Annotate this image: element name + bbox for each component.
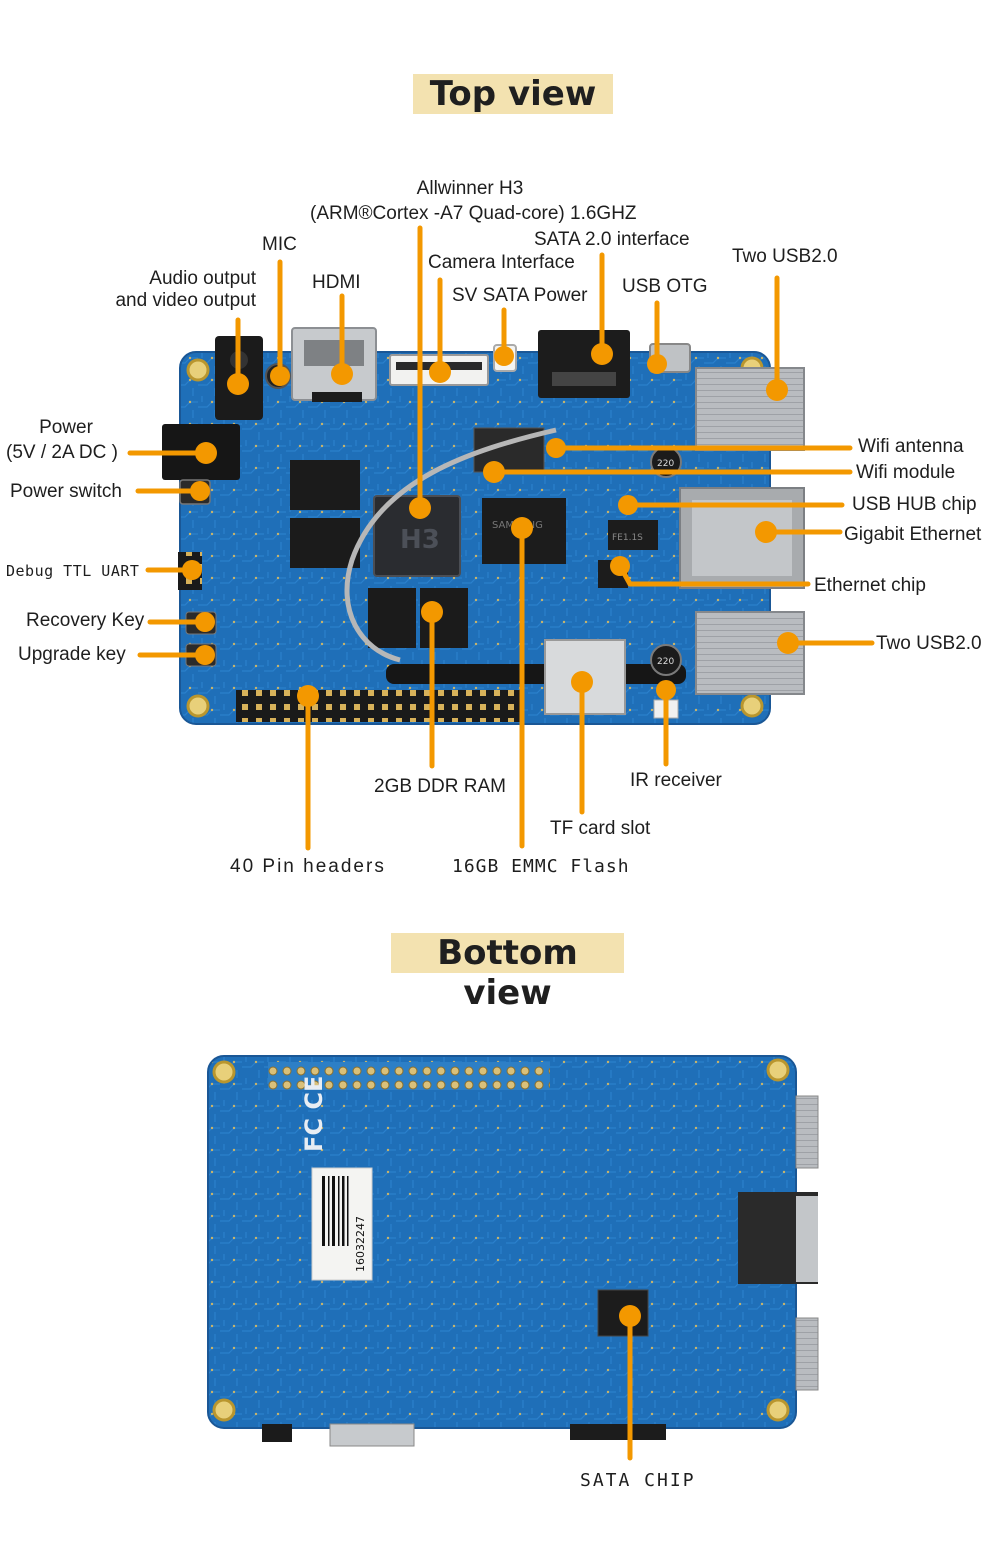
label-power-switch: Power switch [10,481,122,502]
label-ethernet-chip: Ethernet chip [814,575,926,596]
top-board: H3 SAMSUNG FE1.1S 220 220 [162,327,805,725]
label-hdmi: HDMI [312,272,361,293]
wifi-antenna-cable [344,427,557,663]
bottom-pcb [207,1055,797,1429]
label-power-line1: Power [39,417,93,438]
jack-edge [262,1424,292,1442]
label-pin-headers: 40 Pin headers [230,856,386,877]
bottom-view-title: Bottom view [391,933,624,1013]
ram-chip [290,518,360,568]
mount-hole [766,1058,790,1082]
label-audio-line1: Audio output [149,268,256,289]
mount-hole [186,694,210,718]
hdmi-edge [329,1423,415,1447]
label-two-usb-top: Two USB2.0 [732,246,838,267]
certification-marks: FC CE [300,1076,328,1152]
mount-hole [766,1398,790,1422]
soc-chip-text: H3 [400,525,440,555]
usb-edge [795,1317,819,1391]
capacitor [650,644,682,676]
label-ir-receiver: IR receiver [630,770,722,791]
usb-edge [795,1095,819,1169]
label-upgrade-key: Upgrade key [18,644,126,665]
sata-edge [570,1424,666,1440]
label-ddr-ram: 2GB DDR RAM [374,776,506,797]
pin-pads-row [268,1062,550,1090]
label-debug-uart: Debug TTL UART [6,562,140,580]
label-audio-line2: and video output [115,290,256,311]
usb-hub-chip-text: FE1.1S [612,533,643,543]
mount-hole [186,358,210,382]
label-wifi-antenna: Wifi antenna [858,436,964,457]
bottom-callouts [619,1305,641,1461]
mount-hole [740,694,764,718]
capacitor-text: 220 [657,657,674,667]
ram-chip [290,460,360,510]
label-power-line2: (5V / 2A DC ) [6,442,118,463]
label-tf-card: TF card slot [550,818,651,839]
top-callouts [127,225,875,851]
label-mic: MIC [262,234,297,255]
label-sata-interface: SATA 2.0 interface [534,229,690,250]
sata-connector [538,330,630,398]
label-emmc: 16GB EMMC Flash [452,856,630,877]
pin-header-40 [236,690,520,722]
ram-chip [368,588,416,648]
label-recovery-key: Recovery Key [26,610,145,631]
label-usb-hub: USB HUB chip [852,494,977,515]
mount-hole [212,1398,236,1422]
barcode-number: 16032247 [354,1216,367,1272]
label-two-usb-right: Two USB2.0 [876,633,982,654]
barcode-bars [322,1176,349,1246]
label-soc-line2: (ARM®Cortex -A7 Quad-core) 1.6GHZ [310,203,637,224]
usb-port-top [695,367,805,451]
label-usb-otg: USB OTG [622,276,708,297]
label-sata-power: SV SATA Power [452,285,588,306]
label-sata-chip: SATA CHIP [580,1470,696,1491]
soc-h3-chip [373,495,461,577]
usb-hub-chip [608,520,658,550]
label-camera: Camera Interface [428,252,575,273]
label-wifi-module: Wifi module [856,462,956,483]
top-view-title: Top view [413,74,613,114]
capacitor-text: 220 [657,459,674,469]
mount-hole [212,1060,236,1084]
label-soc-line1: Allwinner H3 [416,178,524,199]
bottom-board: 16032247 FC CE [207,1055,819,1447]
label-gigabit-ethernet: Gigabit Ethernet [844,524,982,545]
